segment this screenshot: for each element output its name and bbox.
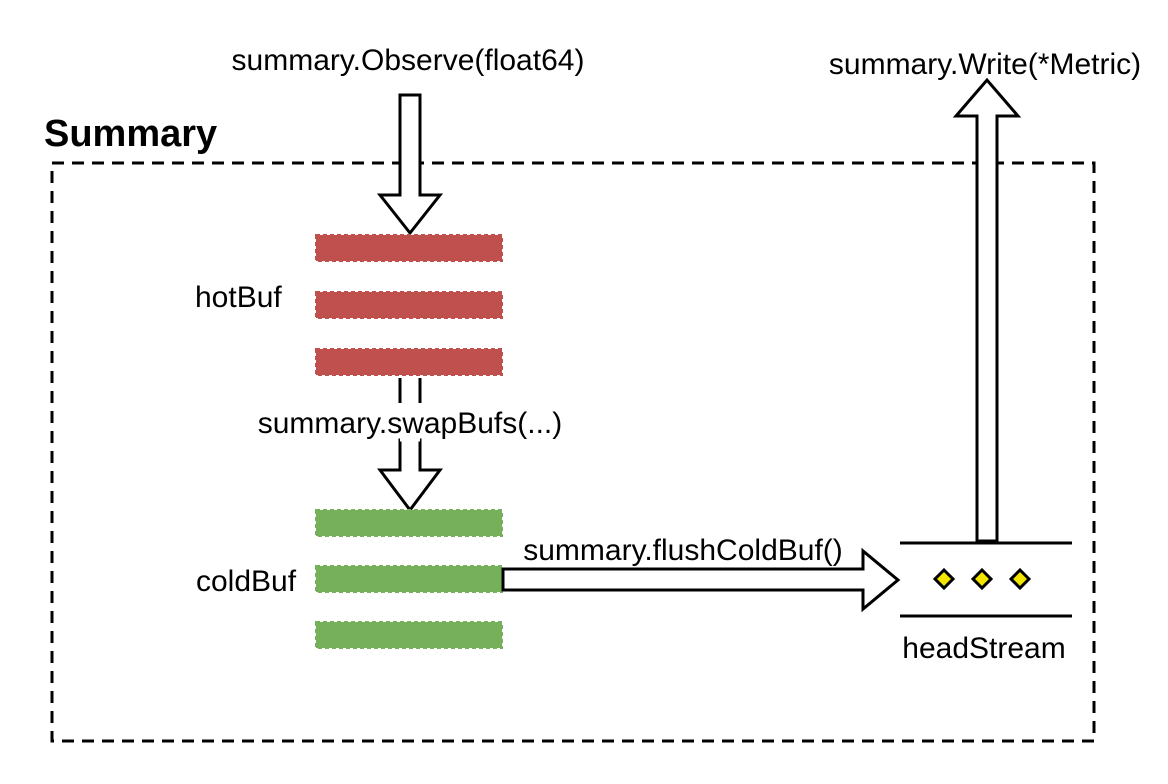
observe-label: summary.Observe(float64) <box>232 44 585 77</box>
write-label: summary.Write(*Metric) <box>829 48 1141 81</box>
hot-buffer-slot <box>315 348 503 376</box>
cold-buffer-slot <box>315 621 503 649</box>
flush-cold-buf-label: summary.flushColdBuf() <box>523 534 843 567</box>
flush-arrow <box>501 547 901 613</box>
write-arrow <box>952 77 1022 543</box>
hot-buffer <box>315 234 503 376</box>
head-stream-label: headStream <box>902 632 1065 665</box>
head-stream <box>900 541 1072 618</box>
head-stream-item <box>1008 567 1032 591</box>
hot-buffer-slot <box>315 291 503 319</box>
cold-buf-label: coldBuf <box>196 565 297 598</box>
head-stream-item <box>932 567 956 591</box>
observe-arrow <box>376 93 444 236</box>
summary-title: Summary <box>44 113 217 155</box>
cold-buffer-slot <box>315 565 503 593</box>
cold-buffer-slot <box>315 509 503 537</box>
head-stream-item <box>970 567 994 591</box>
swap-arrow <box>377 378 443 513</box>
swap-bufs-label: summary.swapBufs(...) <box>258 407 563 440</box>
cold-buffer <box>315 509 503 649</box>
summary-container <box>50 161 1096 743</box>
hot-buf-label: hotBuf <box>195 281 282 314</box>
hot-buffer-slot <box>315 234 503 262</box>
